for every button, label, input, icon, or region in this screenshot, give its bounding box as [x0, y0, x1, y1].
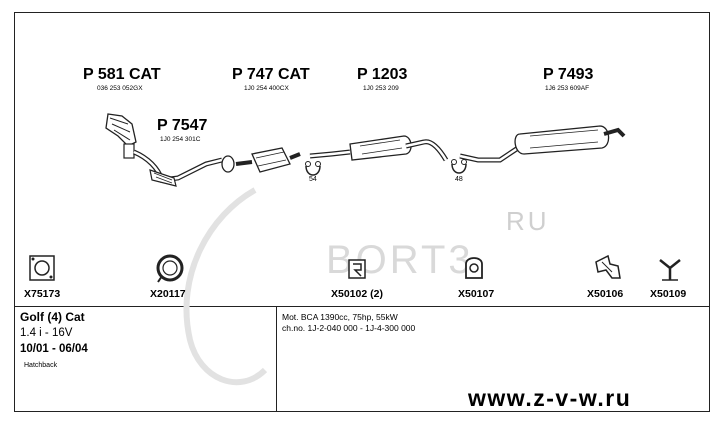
hanger-54-icon [305, 161, 321, 176]
vehicle-engine: 1.4 i - 16V [20, 327, 73, 339]
part-code: P 1203 [357, 66, 408, 83]
info-column-divider [276, 306, 277, 412]
watermark-suffix: RU [506, 206, 550, 236]
diagram-frame [14, 12, 710, 412]
rear-silencer-part [459, 125, 626, 163]
catalytic-converter-part [221, 147, 301, 173]
part-oem-number: 1J0 254 301C [160, 136, 201, 143]
hanger-number: 48 [455, 176, 463, 183]
motor-spec: Mot. BCA 1390cc, 75hp, 55kW [282, 312, 398, 322]
part-oem-number: 1J0 254 400CX [244, 85, 289, 92]
accessory-ref: X50109 [650, 288, 687, 300]
rubber-mount-icon [348, 259, 366, 279]
accessory-ref: X75173 [24, 288, 61, 300]
website-url: www.z-v-w.ru [468, 385, 632, 411]
vehicle-model: Golf (4) Cat [20, 310, 85, 324]
info-divider [14, 306, 710, 307]
part-code: P 7547 [157, 117, 208, 134]
part-oem-number: 036 253 052GX [97, 85, 143, 92]
front-pipe-part [132, 149, 223, 187]
accessory-ref: X50106 [587, 288, 624, 300]
hanger-number: 54 [309, 176, 317, 183]
part-code: P 747 CAT [232, 66, 310, 83]
part-oem-number: 1J0 253 209 [363, 85, 399, 92]
vehicle-body: Hatchback [24, 362, 58, 369]
middle-silencer-part [309, 135, 449, 162]
rubber-hanger-icon [465, 257, 483, 279]
gasket-icon [29, 255, 55, 281]
accessory-ref: X50102 (2) [331, 288, 383, 300]
part-code: P 7493 [543, 66, 594, 83]
hanger-bracket-icon [595, 254, 621, 279]
ring-clamp-icon [156, 254, 184, 283]
part-code: P 581 CAT [83, 66, 161, 83]
manifold-part [105, 113, 137, 159]
accessory-ref: X50107 [458, 288, 495, 300]
accessory-ref: X20117 [150, 288, 186, 300]
chassis-spec: ch.no. 1J-2-040 000 - 1J-4-300 000 [282, 323, 416, 333]
vehicle-dates: 10/01 - 06/04 [20, 343, 88, 355]
y-hanger-icon [659, 259, 681, 281]
part-oem-number: 1J6 253 609AF [545, 85, 590, 92]
hanger-48-icon [451, 159, 467, 174]
